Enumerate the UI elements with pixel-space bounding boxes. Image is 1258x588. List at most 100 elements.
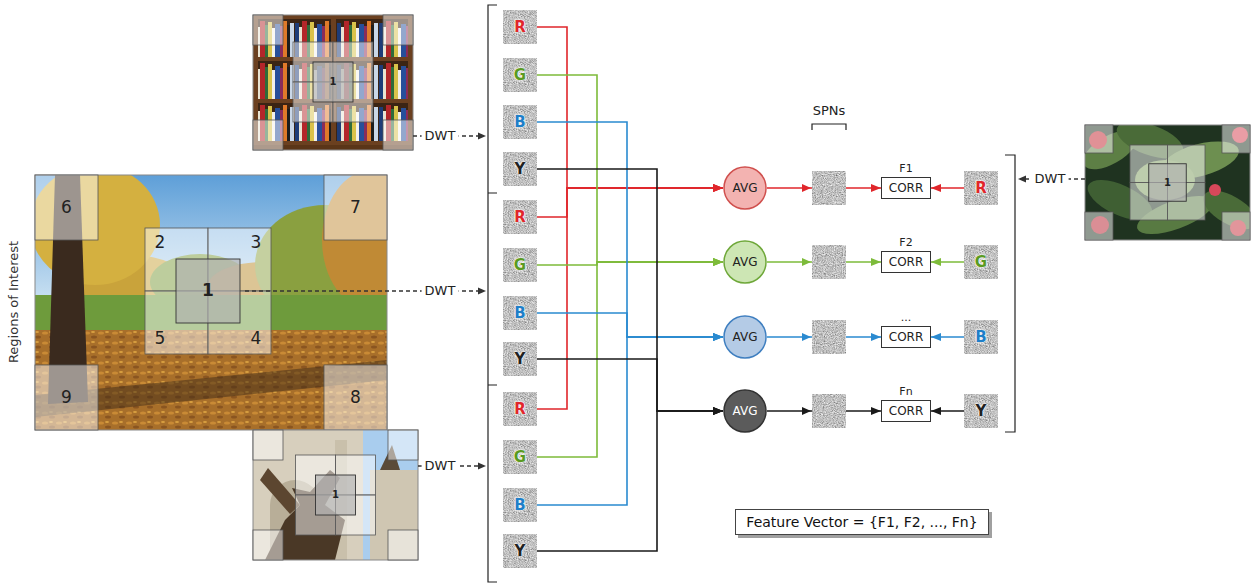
- noise-texture: [964, 245, 998, 279]
- channel-noise-box: G: [503, 58, 537, 92]
- roi-overlay: [253, 15, 283, 45]
- noise-texture: [503, 105, 537, 139]
- spn-square: [812, 245, 846, 279]
- correlation-box: FnCORR: [881, 400, 931, 422]
- region-number: 1: [202, 281, 214, 301]
- spn-arrowhead: [802, 333, 811, 341]
- channel-noise-box: R: [964, 171, 998, 205]
- channel-letter: R: [975, 179, 987, 197]
- correlation-box: ...CORR: [881, 326, 931, 348]
- feature-label: Fn: [899, 385, 912, 398]
- transform-label: DWT: [422, 129, 459, 144]
- channel-letter: Y: [515, 542, 526, 560]
- channel-noise-box: G: [503, 440, 537, 474]
- channel-letter: B: [514, 304, 525, 322]
- node-text: CORR: [889, 181, 924, 195]
- region-number: 8: [350, 388, 361, 408]
- roi-overlay: [388, 530, 418, 560]
- connector: [931, 187, 964, 189]
- connector: [537, 122, 723, 337]
- channel-noise-box: B: [503, 105, 537, 139]
- noise-texture: [503, 58, 537, 92]
- node-text: CORR: [889, 255, 924, 269]
- region-number: 1: [332, 489, 339, 501]
- noise-texture: [503, 200, 537, 234]
- average-circle-shape: [724, 167, 766, 209]
- dwt-arrowhead: [1018, 176, 1026, 183]
- bracket: [1005, 155, 1015, 432]
- roi-overlay: [1085, 125, 1113, 153]
- noise-texture: [503, 248, 537, 282]
- channel-letter: G: [514, 66, 526, 84]
- noise-texture: [964, 171, 998, 205]
- channel-letter: R: [514, 400, 526, 418]
- channel-letter: B: [514, 496, 525, 514]
- region-number: 1: [330, 76, 337, 88]
- roi-overlay: [313, 62, 353, 102]
- connector: [537, 313, 723, 337]
- spn-square: [812, 394, 846, 428]
- region-number: 1: [1164, 177, 1171, 189]
- connector: [537, 337, 723, 505]
- connector: [537, 359, 723, 411]
- connector: [931, 410, 964, 412]
- region-number: 6: [61, 198, 72, 218]
- noise-texture: [503, 534, 537, 568]
- channel-noise-box: R: [503, 10, 537, 44]
- noise-texture: [503, 10, 537, 44]
- node-text: AVG: [733, 181, 758, 195]
- connector-group: [537, 27, 964, 551]
- average-circle: AVG: [723, 389, 767, 433]
- dwt-arrowhead: [478, 288, 486, 295]
- channel-noise-box: Y: [503, 152, 537, 186]
- connector: [537, 188, 723, 409]
- photo-frame: [1085, 125, 1250, 240]
- bookshelf-photo: [253, 15, 413, 150]
- channel-noise-box: Y: [503, 534, 537, 568]
- statue-photo: [253, 430, 418, 560]
- spn-square: [812, 171, 846, 428]
- average-circle: AVG: [723, 240, 767, 284]
- channel-letter: R: [514, 208, 526, 226]
- feature-label: F1: [899, 162, 912, 175]
- roi-overlay: [35, 175, 387, 430]
- roi-overlay: [176, 259, 240, 323]
- roi-overlay: [383, 15, 413, 45]
- statue-photo: [370, 470, 418, 560]
- channel-noise-box: B: [503, 296, 537, 330]
- noise-texture: [503, 342, 537, 376]
- average-circle: AVG: [723, 315, 767, 359]
- correlation-box: F2CORR: [881, 251, 931, 273]
- channel-letter: Y: [976, 402, 987, 420]
- channel-noise-box: B: [503, 488, 537, 522]
- roi-overlay: [253, 530, 283, 560]
- channel-letter: G: [514, 256, 526, 274]
- connector: [537, 188, 723, 217]
- spn-arrowhead: [802, 258, 811, 266]
- average-circle: AVG: [723, 166, 767, 210]
- noise-texture: [503, 488, 537, 522]
- node-text: CORR: [889, 330, 924, 344]
- roi-overlay: [324, 175, 387, 240]
- feature-label: F2: [899, 236, 912, 249]
- channel-letter: G: [514, 448, 526, 466]
- region-number: 7: [350, 198, 361, 218]
- roi-overlay: [383, 120, 413, 150]
- correlation-box: F1CORR: [881, 177, 931, 199]
- node-text: AVG: [733, 330, 758, 344]
- roi-overlay: [253, 15, 413, 150]
- channel-noise-box: G: [503, 248, 537, 282]
- transform-label: DWT: [422, 284, 459, 299]
- roi-overlay: [316, 475, 356, 515]
- photo-frame: [35, 175, 387, 430]
- park-photo: [35, 175, 387, 430]
- group-label: SPNs: [813, 104, 846, 119]
- bracket: [812, 124, 846, 130]
- region-number: 3: [251, 233, 262, 253]
- statue-photo: [253, 430, 363, 560]
- channel-letter: B: [514, 113, 525, 131]
- node-text: CORR: [889, 404, 924, 418]
- connector: [537, 169, 723, 411]
